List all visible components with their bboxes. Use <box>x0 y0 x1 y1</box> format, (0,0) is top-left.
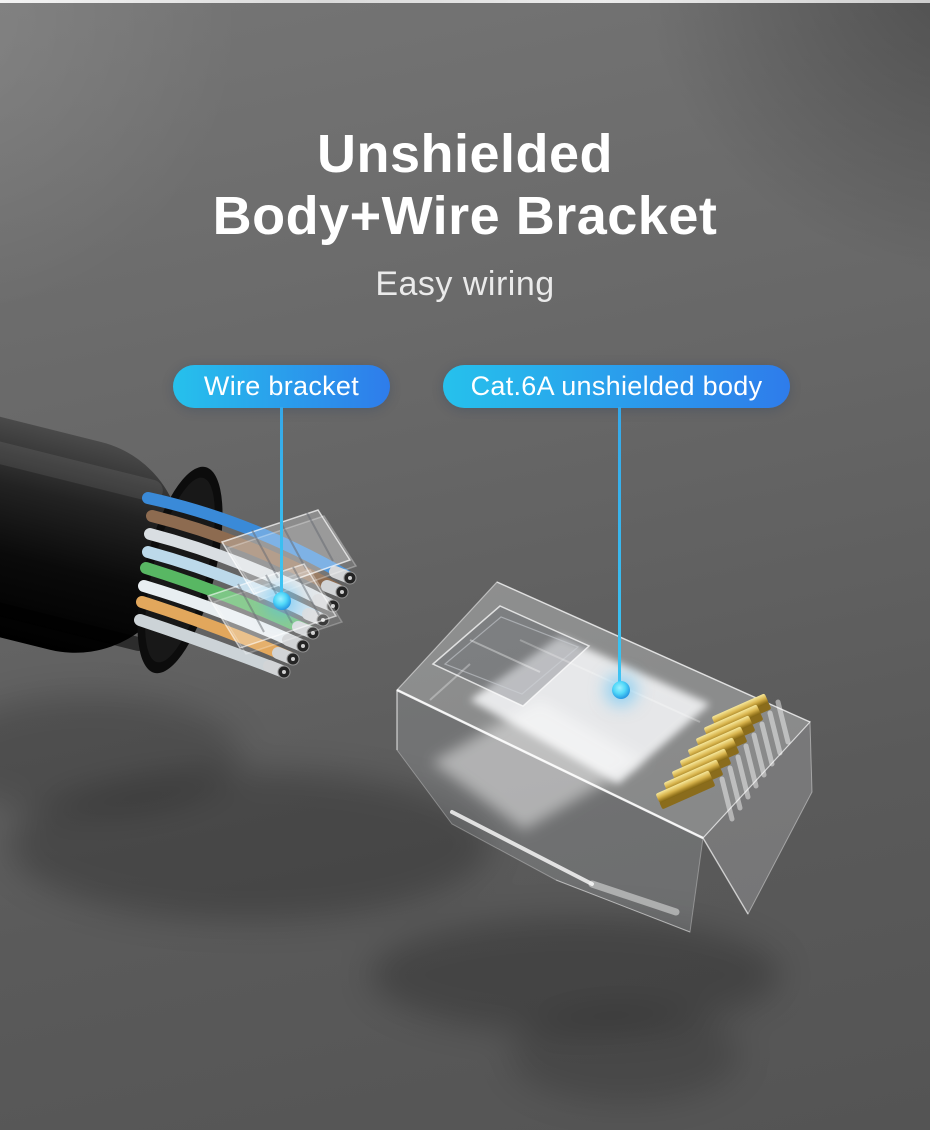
page-title: Unshielded Body+Wire Bracket <box>0 123 930 247</box>
top-edge-strip <box>0 0 930 3</box>
callout-leader-line-unshielded-body <box>618 407 621 683</box>
callout-pill-wire-bracket: Wire bracket <box>173 365 390 408</box>
wire-tip-caps <box>277 571 357 679</box>
connector-top-face <box>396 581 812 839</box>
title-block: Unshielded Body+Wire Bracket Easy wiring <box>0 123 930 304</box>
callout-leader-line-wire-bracket <box>280 407 283 593</box>
cable-cut-face <box>137 466 223 674</box>
latch-window <box>431 605 591 707</box>
exposed-wires <box>134 492 356 678</box>
gold-contact-pins <box>656 694 771 809</box>
callout-pill-unshielded-body: Cat.6A unshielded body <box>443 365 790 408</box>
title-line-1: Unshielded <box>316 124 614 184</box>
subtitle: Easy wiring <box>375 265 555 303</box>
ground-shadows <box>0 695 780 1103</box>
pin-comb-teeth <box>719 699 791 822</box>
callout-dot-unshielded-body <box>612 681 630 699</box>
title-line-2: Body+Wire Bracket <box>212 186 718 246</box>
connector-front-face <box>396 689 704 933</box>
rj45-connector-illustration <box>396 581 813 933</box>
callout-dot-wire-bracket <box>273 592 291 610</box>
connector-right-face <box>702 720 813 916</box>
